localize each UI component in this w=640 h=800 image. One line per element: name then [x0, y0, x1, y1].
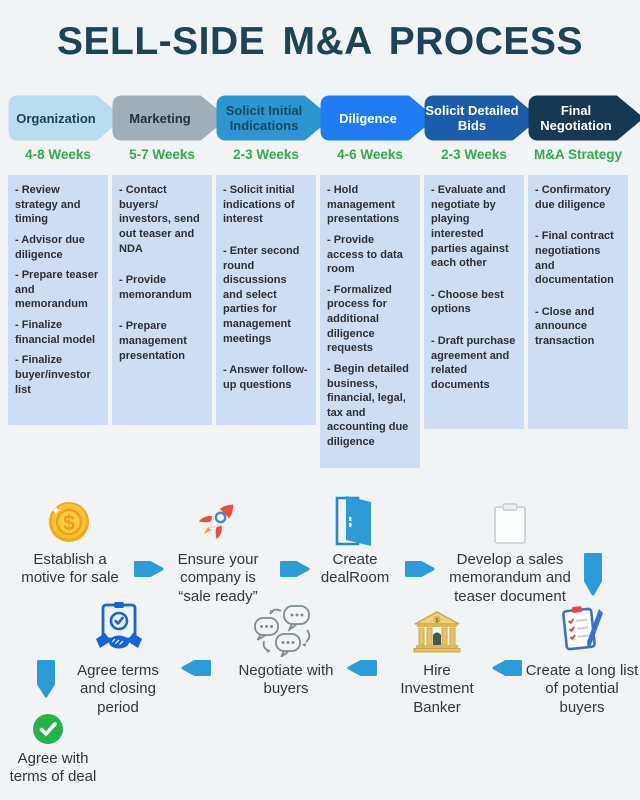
flow-step-label: Create dealRoom — [320, 551, 390, 587]
chevron-arrow-icon — [8, 95, 123, 141]
task-item: - Answer follow-up questions — [223, 364, 308, 391]
coin-icon: $ — [47, 500, 91, 544]
phase-task-list: - Confirmatory due diligence - Final con… — [528, 175, 628, 429]
phase-task-list: - Review strategy and timing - Advisor d… — [8, 175, 108, 425]
task-item: - Provide memorandum — [119, 274, 192, 301]
arrow-left-icon — [492, 660, 522, 676]
phase-label: Solicit Initial Indications — [225, 103, 303, 133]
arrow-right-icon — [280, 561, 310, 577]
task-item: - Finalize buyer/investor list — [15, 354, 91, 396]
phase-duration-label: 4-8 Weeks — [25, 147, 91, 162]
task-item: - Final contract negotiations and docume… — [535, 230, 614, 287]
chevron-arrow-icon — [424, 95, 539, 141]
svg-text:$: $ — [63, 512, 75, 535]
checklist-icon — [557, 605, 605, 653]
task-item: - Draft purchase agreement and related d… — [431, 335, 516, 391]
bank-icon: $ — [412, 611, 462, 653]
arrow-right-icon — [134, 561, 164, 577]
phase-label: Organization — [16, 110, 96, 126]
flow-step-label: Agree with terms of deal — [9, 750, 97, 786]
phase-label: Solicit Detailed Bids — [425, 103, 519, 133]
task-item: - Evaluate and negotiate by playing inte… — [431, 184, 509, 270]
task-item: - Prepare management presentation — [119, 320, 187, 362]
arrow-left-icon — [181, 660, 211, 676]
phase-label: Final Negotiation — [540, 103, 612, 133]
chevron-arrow-icon — [528, 95, 640, 141]
task-item: - Advisor due diligence — [15, 233, 85, 261]
phase-task-list: - Evaluate and negotiate by playing inte… — [424, 175, 524, 429]
phase-label: Diligence — [339, 110, 397, 126]
chat-bubbles-icon — [252, 603, 318, 657]
phase-duration-label: 2-3 Weeks — [233, 147, 299, 162]
task-item: - Review strategy and timing — [15, 184, 81, 226]
task-item: - Close and announce transaction — [535, 305, 595, 347]
rocket-icon — [192, 494, 242, 544]
phase-duration-label: 4-6 Weeks — [337, 147, 403, 162]
phase-task-list: - Hold management presentations - Provid… — [320, 175, 420, 468]
task-item: - Enter second round discussions and sel… — [223, 244, 300, 345]
chevron-arrow-icon — [112, 95, 227, 141]
page-title: SELL-SIDE M&A PROCESS — [57, 20, 583, 63]
phase-task-list: - Contact buyers/ investors, send out te… — [112, 175, 212, 425]
task-item: - Provide access to data room — [327, 233, 403, 276]
arrow-down-icon — [584, 553, 602, 597]
task-item: - Solicit initial indications of interes… — [223, 184, 295, 226]
phase-duration-label: M&A Strategy — [533, 147, 622, 162]
check-circle-icon — [32, 713, 64, 745]
flow-step-label: Develop a sales memorandum and teaser do… — [449, 551, 571, 605]
flow-step-label: Ensure your company is “sale ready” — [177, 551, 259, 605]
chevron-arrow-icon — [320, 95, 435, 141]
phase-task-list: - Solicit initial indications of interes… — [216, 175, 316, 425]
arrow-down-icon — [37, 660, 55, 698]
arrow-right-icon — [405, 561, 435, 577]
svg-text:$: $ — [435, 618, 438, 624]
task-item: - Confirmatory due diligence — [535, 184, 611, 211]
phase-duration-label: 5-7 Weeks — [129, 147, 195, 162]
handshake-clipboard-icon — [95, 601, 143, 653]
phase-label: Marketing — [129, 110, 191, 126]
flow-step-label: Create a long list of potential buyers — [525, 662, 639, 716]
task-item: - Begin detailed business, financial, le… — [327, 362, 409, 448]
flow-step-label: Hire Investment Banker — [400, 662, 474, 716]
phase-duration-label: 2-3 Weeks — [441, 147, 507, 162]
task-item: - Formalized process for additional dili… — [327, 283, 392, 355]
flow-step-label: Establish a motive for sale — [21, 551, 119, 587]
door-icon — [334, 495, 374, 547]
arrow-left-icon — [347, 660, 377, 676]
flow-step-label: Negotiate with buyers — [238, 662, 334, 698]
task-item: - Prepare teaser and memorandum — [15, 269, 99, 311]
notepad-icon — [493, 503, 527, 545]
task-item: - Finalize financial model — [15, 319, 96, 346]
task-item: - Hold management presentations — [327, 184, 400, 226]
flow-step-label: Agree terms and closing period — [77, 662, 159, 716]
chevron-arrow-icon — [216, 95, 331, 141]
task-item: - Contact buyers/ investors, send out te… — [119, 184, 200, 255]
task-item: - Choose best options — [431, 288, 504, 316]
